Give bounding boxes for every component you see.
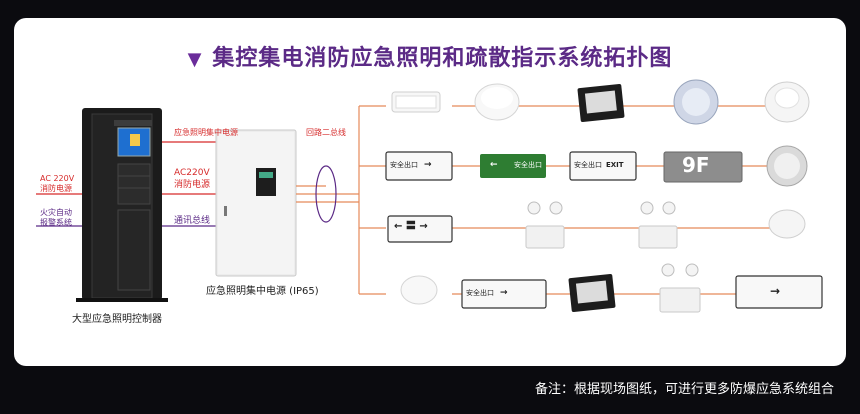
topology-card: ▼集控集电消防应急照明和疏散指示系统拓扑图 <box>14 18 846 366</box>
controller-fire-label-2: 报警系统 <box>40 218 72 227</box>
exit-sign-5-arrow: → <box>500 288 508 298</box>
row4-fixtures <box>400 263 823 313</box>
exit-sign-1-arrow: → <box>424 160 432 170</box>
link-ac-label-1: AC220V <box>174 168 210 178</box>
triangle-icon: ▼ <box>187 49 203 70</box>
topology-diagram <box>36 79 823 313</box>
floor-sign: 9F <box>682 153 710 177</box>
controller-ac-label-2: 消防电源 <box>40 184 72 193</box>
exit-sign-5-cn: 安全出口 <box>466 289 494 297</box>
loop-label: 回路二总线 <box>306 128 346 137</box>
row3-fixtures <box>387 201 806 249</box>
exit-sign-2-arrow: ← <box>490 160 498 170</box>
controller-cabinet <box>76 108 168 302</box>
row2-fixtures <box>385 145 808 187</box>
controller-fire-label-1: 火灾自动 <box>40 208 72 217</box>
exit-sign-2-cn: 安全出口 <box>514 161 542 169</box>
row1-fixtures <box>391 79 810 125</box>
page-title: ▼集控集电消防应急照明和疏散指示系统拓扑图 <box>187 46 673 71</box>
power-box <box>215 129 297 277</box>
exit-sign-4-arrow: ← 〓 → <box>394 221 428 232</box>
exit-sign-3-en: EXIT <box>606 161 624 169</box>
comm-line-label: 通讯总线 <box>174 216 211 226</box>
footer-note: 备注：根据现场图纸，可进行更多防爆应急系统组合 <box>534 382 834 397</box>
power-box-caption: 应急照明集中电源 (IP65) <box>206 286 319 297</box>
controller-ac-label-1: AC 220V <box>40 174 75 183</box>
controller-caption: 大型应急照明控制器 <box>72 314 162 325</box>
exit-sign-6-arrow: → <box>770 284 781 298</box>
exit-sign-3-cn: 安全出口 <box>574 161 602 169</box>
bus-lines <box>296 105 804 295</box>
exit-sign-1-cn: 安全出口 <box>390 161 418 169</box>
power-line-label: 应急照明集中电源 <box>174 128 238 137</box>
link-ac-label-2: 消防电源 <box>174 180 211 190</box>
